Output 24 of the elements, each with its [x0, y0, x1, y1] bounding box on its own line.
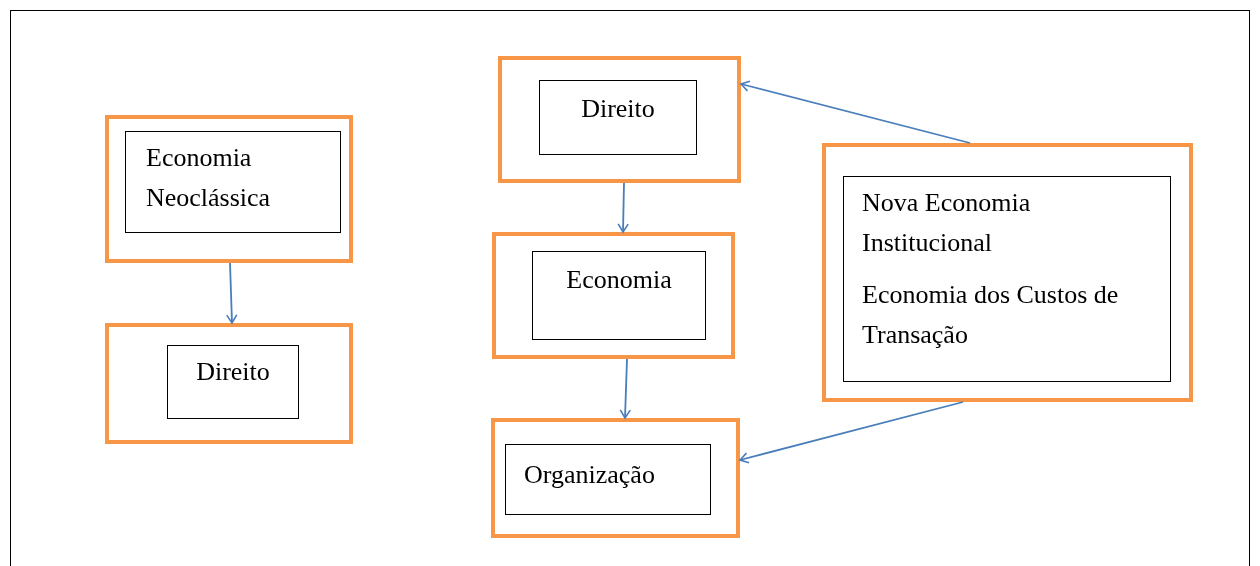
node-label: Economia [565, 264, 673, 296]
arrow [619, 358, 632, 419]
frame-box [105, 323, 353, 444]
text-box [505, 444, 711, 515]
text-box [167, 345, 299, 419]
arrow [617, 182, 629, 233]
frame-box [492, 232, 735, 359]
frame-box [491, 418, 740, 538]
arrow [225, 262, 238, 324]
text-box [125, 131, 341, 233]
frame-box [105, 115, 353, 263]
arrow [740, 80, 971, 144]
node-label: Organização [524, 459, 656, 491]
frame-box [498, 56, 741, 183]
text-box [539, 80, 697, 155]
node-label: Economia Neoclássica [146, 142, 272, 214]
node-label: Economia dos Custos de Transação [862, 279, 1120, 351]
frame-box [822, 143, 1193, 402]
node-label: Nova Economia Institucional [862, 187, 1032, 259]
node-label: Direito [195, 356, 271, 388]
text-box [843, 176, 1171, 382]
text-box [532, 251, 706, 340]
arrow [739, 401, 964, 464]
node-label: Direito [580, 93, 656, 125]
